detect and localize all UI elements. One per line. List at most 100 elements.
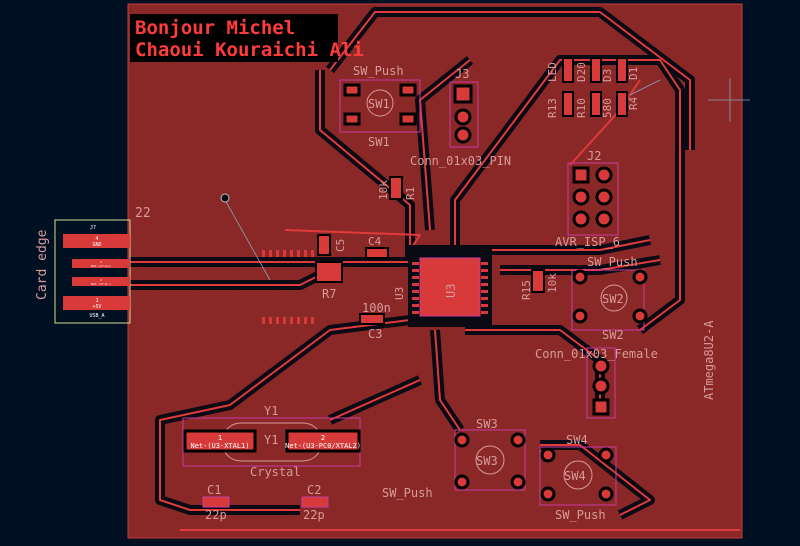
led-label: R4: [627, 96, 640, 110]
capacitor-c5[interactable]: C5: [317, 234, 347, 256]
j3-value: Conn_01x03_PIN: [410, 154, 511, 168]
resistor-r7[interactable]: R7: [315, 261, 343, 301]
pad-num: 3: [100, 260, 102, 264]
title-line-1: Bonjour Michel: [135, 17, 295, 39]
u3-pin: [481, 269, 488, 272]
ic-u3[interactable]: U3 U3: [262, 245, 492, 327]
switch-sw2[interactable]: SW_Push SW2 SW2: [571, 255, 648, 342]
led-label: D1: [627, 67, 640, 80]
crystal-y1[interactable]: 1 Net-(U3-XTAL1) 2 Net-(U3-PC0/XTAL2) Y1…: [182, 404, 361, 479]
u3-pin: [262, 250, 265, 257]
u3-ref-silk: U3: [393, 287, 406, 300]
u3-pin: [412, 262, 419, 265]
capacitor-c3[interactable]: 100n C3: [359, 301, 391, 341]
switch-sw1[interactable]: SW_Push SW1 SW1: [339, 64, 421, 149]
title-block: [130, 14, 338, 62]
u3-pin: [311, 250, 314, 257]
y1-ref: Y1: [264, 404, 278, 418]
usb-connector-j7[interactable]: J7 4 GND 3 Net-(J7-D+) 2 Net-(J7-D-) 1 +…: [54, 219, 131, 324]
u3-pin: [290, 250, 293, 257]
c3-value: 100n: [362, 301, 391, 315]
tracks: [130, 7, 750, 531]
capacitor-c2[interactable]: C2 22p: [301, 483, 329, 522]
pad-num: 4: [95, 236, 98, 242]
u3-pin: [269, 317, 272, 324]
led-label: 580: [601, 98, 614, 118]
sw1-ref: SW1: [368, 135, 390, 149]
resistor-r15[interactable]: R15 10k: [520, 269, 559, 300]
sw3-ref: SW3: [476, 417, 498, 431]
sw4-ref: SW4: [566, 433, 588, 447]
u3-pin: [412, 290, 419, 293]
sw1-ref-inner: SW1: [368, 97, 390, 111]
u3-pin: [481, 262, 488, 265]
capacitor-c1[interactable]: C1 22p: [202, 483, 230, 522]
title-line-2: Chaoui Kouraichi Ali: [135, 39, 364, 61]
y1-pad1-net: Net-(U3-XTAL1): [190, 442, 249, 450]
u3-ref: U3: [444, 284, 458, 298]
resistor-r1[interactable]: 10k R1: [377, 176, 417, 200]
connector-female[interactable]: Conn_01x03_Female: [535, 347, 658, 419]
edge-number: 22: [135, 206, 151, 221]
u3-pin: [290, 317, 293, 324]
side-label: ATmega8U2-A: [702, 320, 716, 400]
pad-net: Net-(J7-D+): [91, 264, 111, 268]
u3-pin: [481, 283, 488, 286]
r15-value: 10k: [546, 273, 559, 293]
sw2-ref: SW2: [602, 328, 624, 342]
sw3-value: SW_Push: [382, 486, 433, 500]
sw1-value: SW_Push: [353, 64, 404, 78]
r15-ref: R15: [520, 280, 533, 300]
led-label: LED: [546, 62, 559, 82]
r1-ref: R1: [404, 187, 417, 200]
pad-num: 2: [100, 278, 102, 282]
led-label: R13: [546, 98, 559, 118]
c2-ref: C2: [307, 483, 321, 497]
c1-ref: C1: [207, 483, 221, 497]
u3-pin: [481, 311, 488, 314]
u3-pin: [276, 317, 279, 324]
connector-j2-isp[interactable]: J2 AVR_ISP_6: [555, 149, 620, 249]
j2-ref: J2: [587, 149, 601, 163]
j2-value: AVR_ISP_6: [555, 235, 620, 249]
u3-pin: [311, 317, 314, 324]
via: [220, 193, 230, 203]
u3-pin: [412, 276, 419, 279]
switch-sw3[interactable]: SW3 SW3 SW_Push: [382, 417, 526, 500]
j3-ref: J3: [455, 67, 469, 81]
u3-pin: [283, 317, 286, 324]
u3-pin: [412, 297, 419, 300]
capacitor-c4[interactable]: C4: [365, 235, 389, 259]
led-label: R10: [575, 98, 588, 118]
sw4-ref-inner: SW4: [564, 469, 586, 483]
pad-net: +5V: [92, 304, 101, 310]
sw2-value: SW_Push: [587, 255, 638, 269]
u3-pin: [481, 290, 488, 293]
u3-pin: [297, 317, 300, 324]
u3-pin: [481, 304, 488, 307]
r7-ref: R7: [322, 287, 336, 301]
pad-num: 1: [95, 298, 98, 304]
c2-value: 22p: [303, 508, 325, 522]
c4-ref: C4: [368, 235, 382, 248]
connector-j3[interactable]: J3 Conn_01x03_PIN: [410, 67, 511, 168]
y1-pad2-num: 2: [321, 434, 325, 442]
c3-ref: C3: [368, 327, 382, 341]
led-label: D20: [575, 62, 588, 82]
switch-sw4[interactable]: SW4 SW4 SW_Push: [539, 433, 617, 522]
sw3-ref-inner: SW3: [476, 454, 498, 468]
u3-pin: [412, 269, 419, 272]
y1-ref-inner: Y1: [264, 433, 278, 447]
u3-pin: [412, 283, 419, 286]
u3-pin: [481, 276, 488, 279]
sw4-value: SW_Push: [555, 508, 606, 522]
u3-pin: [481, 297, 488, 300]
led-label: D3: [601, 69, 614, 82]
led-array[interactable]: R13 LED R10 D20 580 D3 R4 D1: [546, 57, 640, 118]
u3-pin: [304, 317, 307, 324]
u3-pin: [412, 311, 419, 314]
u3-pin: [276, 250, 279, 257]
y1-pad1-num: 1: [218, 434, 222, 442]
